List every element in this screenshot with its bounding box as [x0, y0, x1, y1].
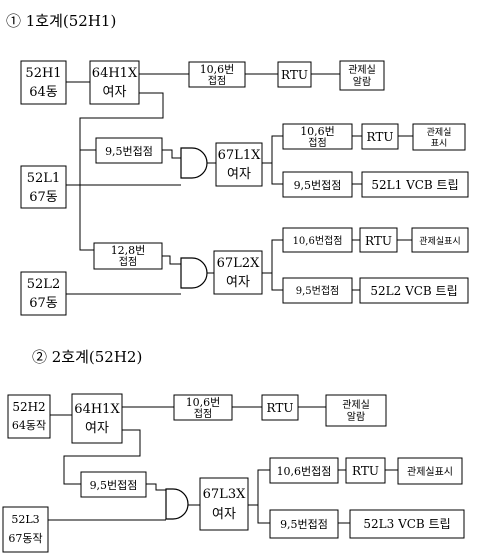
svg-text:67동작: 67동작	[8, 532, 42, 545]
box-rtu-b-2: RTU	[345, 457, 386, 484]
svg-text:10,6번: 10,6번	[186, 396, 221, 409]
svg-text:67L2X: 67L2X	[217, 256, 260, 271]
svg-text:67동: 67동	[29, 296, 58, 311]
svg-text:접점: 접점	[208, 75, 226, 87]
svg-text:52H1: 52H1	[25, 66, 61, 81]
box-52l3-vcb-trip: 52L3 VCB 트립	[349, 509, 465, 539]
svg-text:10,6번: 10,6번	[200, 63, 235, 76]
box-67l1x: 67L1X 여자	[215, 142, 263, 187]
svg-text:9,5번접점: 9,5번접점	[90, 479, 138, 492]
svg-text:52L1 VCB 트립: 52L1 VCB 트립	[371, 178, 458, 192]
svg-text:접점: 접점	[119, 256, 137, 268]
svg-text:RTU: RTU	[281, 68, 308, 82]
box-control-room-alarm: 관제실 알람	[339, 60, 385, 91]
svg-text:12,8번: 12,8번	[111, 244, 146, 257]
box-52l1-vcb-trip: 52L1 VCB 트립	[361, 171, 469, 198]
box-contact-9-5-a-2: 9,5번접점	[80, 471, 147, 498]
svg-text:여자: 여자	[227, 167, 251, 182]
svg-text:52L2 VCB 트립: 52L2 VCB 트립	[370, 284, 457, 298]
svg-text:관제실: 관제실	[427, 127, 452, 138]
svg-text:여자: 여자	[212, 507, 236, 522]
svg-text:67동: 67동	[29, 190, 58, 205]
and-gate-3	[165, 488, 189, 520]
svg-text:64동: 64동	[29, 85, 58, 100]
and-gate-2	[180, 257, 208, 289]
box-rtu-b: RTU	[361, 123, 399, 150]
box-control-room-display-b: 관제실 표시	[412, 123, 466, 151]
svg-text:64H1X: 64H1X	[74, 402, 120, 417]
box-67l2x: 67L2X 여자	[213, 250, 263, 295]
box-rtu-c: RTU	[359, 227, 398, 253]
svg-text:67L3X: 67L3X	[203, 487, 246, 502]
svg-text:표시: 표시	[431, 138, 448, 149]
box-contact-10-6-top-2: 10,6번 접점	[173, 394, 233, 421]
svg-text:52L3: 52L3	[11, 513, 39, 526]
section1-title: ① 1호계(52H1)	[6, 12, 116, 30]
svg-text:52L2: 52L2	[27, 277, 60, 292]
svg-text:RTU: RTU	[367, 130, 394, 144]
box-control-room-alarm-2: 관제실 알람	[325, 394, 387, 427]
svg-text:52H2: 52H2	[12, 400, 45, 414]
svg-text:9,5번접점: 9,5번접점	[296, 285, 340, 297]
box-control-room-display-b-2: 관제실표시	[397, 457, 463, 485]
svg-text:9,5번접점: 9,5번접점	[280, 518, 328, 531]
box-52l1: 52L1 67동	[20, 165, 67, 209]
svg-text:10,6번접점: 10,6번접점	[293, 235, 343, 247]
box-contact-10-6-c: 10,6번접점	[282, 227, 353, 253]
svg-text:10,6번: 10,6번	[300, 125, 335, 138]
section2-wires	[48, 406, 398, 524]
box-contact-9-5-b-2: 9,5번접점	[269, 509, 339, 539]
box-52h1: 52H1 64동	[20, 60, 67, 105]
svg-text:52L3 VCB 트립: 52L3 VCB 트립	[363, 517, 450, 531]
box-52l2: 52L2 67동	[20, 271, 67, 316]
box-contact-10-6-b: 10,6번 접점	[282, 123, 353, 150]
box-contact-12-8: 12,8번 접점	[93, 242, 163, 270]
svg-text:관제실: 관제실	[348, 64, 376, 76]
box-rtu-top-2: RTU	[261, 394, 299, 421]
section1-wires	[66, 73, 413, 295]
box-64h1x-2: 64H1X 여자	[71, 393, 123, 444]
svg-text:여자: 여자	[85, 421, 109, 436]
box-contact-10-6-top: 10,6번 접점	[188, 61, 246, 88]
section2-title: ② 2호계(52H2)	[32, 348, 142, 366]
box-control-room-display-c: 관제실표시	[411, 227, 469, 253]
svg-text:67L1X: 67L1X	[218, 148, 261, 163]
box-contact-9-5-a: 9,5번접점	[95, 137, 163, 164]
svg-text:알람: 알람	[347, 410, 365, 423]
box-52l3: 52L3 67동작	[2, 506, 49, 553]
svg-text:여자: 여자	[103, 85, 127, 100]
box-rtu-top: RTU	[277, 61, 312, 88]
svg-text:관제실표시: 관제실표시	[407, 466, 453, 478]
svg-text:관제실표시: 관제실표시	[419, 236, 460, 247]
svg-text:52L1: 52L1	[27, 171, 60, 186]
box-contact-9-5-b: 9,5번접점	[282, 171, 353, 198]
box-52h2: 52H2 64동작	[7, 394, 51, 439]
svg-text:9,5번접점: 9,5번접점	[294, 179, 342, 192]
svg-text:접점: 접점	[308, 137, 326, 149]
svg-text:RTU: RTU	[267, 401, 294, 415]
box-contact-10-6-b-2: 10,6번접점	[269, 457, 339, 484]
svg-text:RTU: RTU	[365, 234, 392, 248]
svg-text:관제실: 관제실	[342, 399, 370, 411]
svg-text:9,5번접점: 9,5번접점	[105, 145, 153, 158]
svg-text:10,6번접점: 10,6번접점	[277, 465, 332, 478]
svg-text:여자: 여자	[226, 275, 250, 290]
and-gate-1	[180, 147, 208, 179]
box-64h1x: 64H1X 여자	[89, 60, 140, 105]
svg-text:64H1X: 64H1X	[92, 66, 138, 81]
svg-text:알람: 알람	[353, 75, 371, 88]
svg-text:64동작: 64동작	[12, 419, 46, 432]
svg-text:접점: 접점	[194, 408, 212, 420]
box-contact-9-5-c: 9,5번접점	[282, 277, 353, 304]
box-52l2-vcb-trip: 52L2 VCB 트립	[359, 277, 469, 304]
box-67l3x: 67L3X 여자	[199, 477, 249, 531]
svg-text:RTU: RTU	[352, 464, 379, 478]
